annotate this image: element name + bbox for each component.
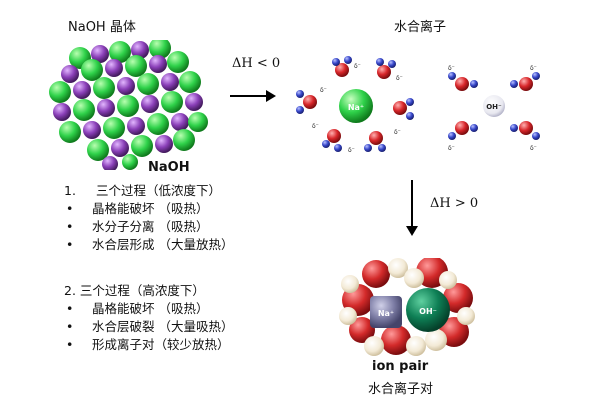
bullet: • <box>66 237 74 252</box>
delta-label: δ⁻ <box>394 129 401 136</box>
delta-label: δ⁻ <box>320 87 327 94</box>
list-item: • 晶格能破坏 （吸热） <box>64 200 233 218</box>
ion-pair-label: ion pair <box>372 359 429 374</box>
list-item-text: 形成离子对（较少放热） <box>92 337 230 352</box>
bullet: • <box>66 201 74 216</box>
ion-pair-illustration: Na⁺ OH⁻ <box>339 258 475 356</box>
heading-number: 1. <box>64 183 76 198</box>
ion-pair-cluster: Na⁺ OH⁻ <box>339 258 475 356</box>
heading-text: 三个过程（低浓度下） <box>96 183 222 198</box>
heading-text: 2. 三个过程（高浓度下） <box>64 283 205 298</box>
crystal-lattice <box>49 40 208 170</box>
delta-label: δ⁻ <box>348 147 355 154</box>
list-item: • 水合层形成 （大量放热） <box>64 236 233 254</box>
right-arrow-icon <box>230 90 276 102</box>
arrow-right-label: ΔH < 0 <box>232 56 281 71</box>
bullet: • <box>66 301 74 316</box>
list-item: • 水合层破裂 （大量吸热） <box>64 318 233 336</box>
delta-label: δ⁻ <box>312 123 319 130</box>
high-conc-heading: 2. 三个过程（高浓度下） <box>64 282 233 300</box>
bullet: • <box>66 337 74 352</box>
ion-pair-cn-label: 水合离子对 <box>368 382 434 397</box>
list-item: • 水分子分离 （吸热） <box>64 218 233 236</box>
list-item-text: 水分子分离 （吸热） <box>92 219 209 234</box>
list-item: • 形成离子对（较少放热） <box>64 336 233 354</box>
naoh-crystal-illustration <box>49 40 208 170</box>
down-arrow-icon <box>406 180 418 236</box>
list-item-text: 晶格能破坏 （吸热） <box>92 301 209 316</box>
high-concentration-list: 2. 三个过程（高浓度下） • 晶格能破坏 （吸热） • 水合层破裂 （大量吸热… <box>64 282 233 354</box>
delta-label: δ⁻ <box>448 65 455 72</box>
low-conc-heading: 1. 三个过程（低浓度下） <box>64 182 233 200</box>
delta-label: δ⁻ <box>396 75 403 82</box>
delta-label: δ⁻ <box>448 145 455 152</box>
arrow-down-label: ΔH > 0 <box>430 196 479 211</box>
delta-label: δ⁻ <box>530 65 537 72</box>
hydrated-sodium-ion: Na⁺ δ⁻ δ⁻ δ⁻ δ⁻ δ⁻ δ⁻ <box>296 56 414 154</box>
na-ion-label: Na⁺ <box>348 103 364 112</box>
crystal-title: NaOH 晶体 <box>68 20 136 35</box>
pair-oh-label: OH⁻ <box>419 307 437 316</box>
list-item-text: 晶格能破坏 （吸热） <box>92 201 209 216</box>
bullet: • <box>66 319 74 334</box>
crystal-label: NaOH <box>148 160 190 175</box>
hydrated-hydroxide-ion: OH⁻ δ⁻ δ⁻ δ⁻ δ⁻ <box>448 65 540 152</box>
pair-na-label: Na⁺ <box>378 309 394 318</box>
delta-label: δ⁻ <box>530 145 537 152</box>
delta-label: δ⁻ <box>354 63 361 70</box>
list-item-text: 水合层形成 （大量放热） <box>92 237 234 252</box>
list-item: • 晶格能破坏 （吸热） <box>64 300 233 318</box>
low-concentration-list: 1. 三个过程（低浓度下） • 晶格能破坏 （吸热） • 水分子分离 （吸热） … <box>64 182 233 254</box>
hydrated-ions-title: 水合离子 <box>394 20 447 35</box>
list-item-text: 水合层破裂 （大量吸热） <box>92 319 234 334</box>
bullet: • <box>66 219 74 234</box>
oh-ion-label: OH⁻ <box>486 103 502 111</box>
hydrated-ions-illustration: Na⁺ δ⁻ δ⁻ δ⁻ δ⁻ δ⁻ δ⁻ OH⁻ δ⁻ δ⁻ δ⁻ δ⁻ <box>296 56 540 154</box>
